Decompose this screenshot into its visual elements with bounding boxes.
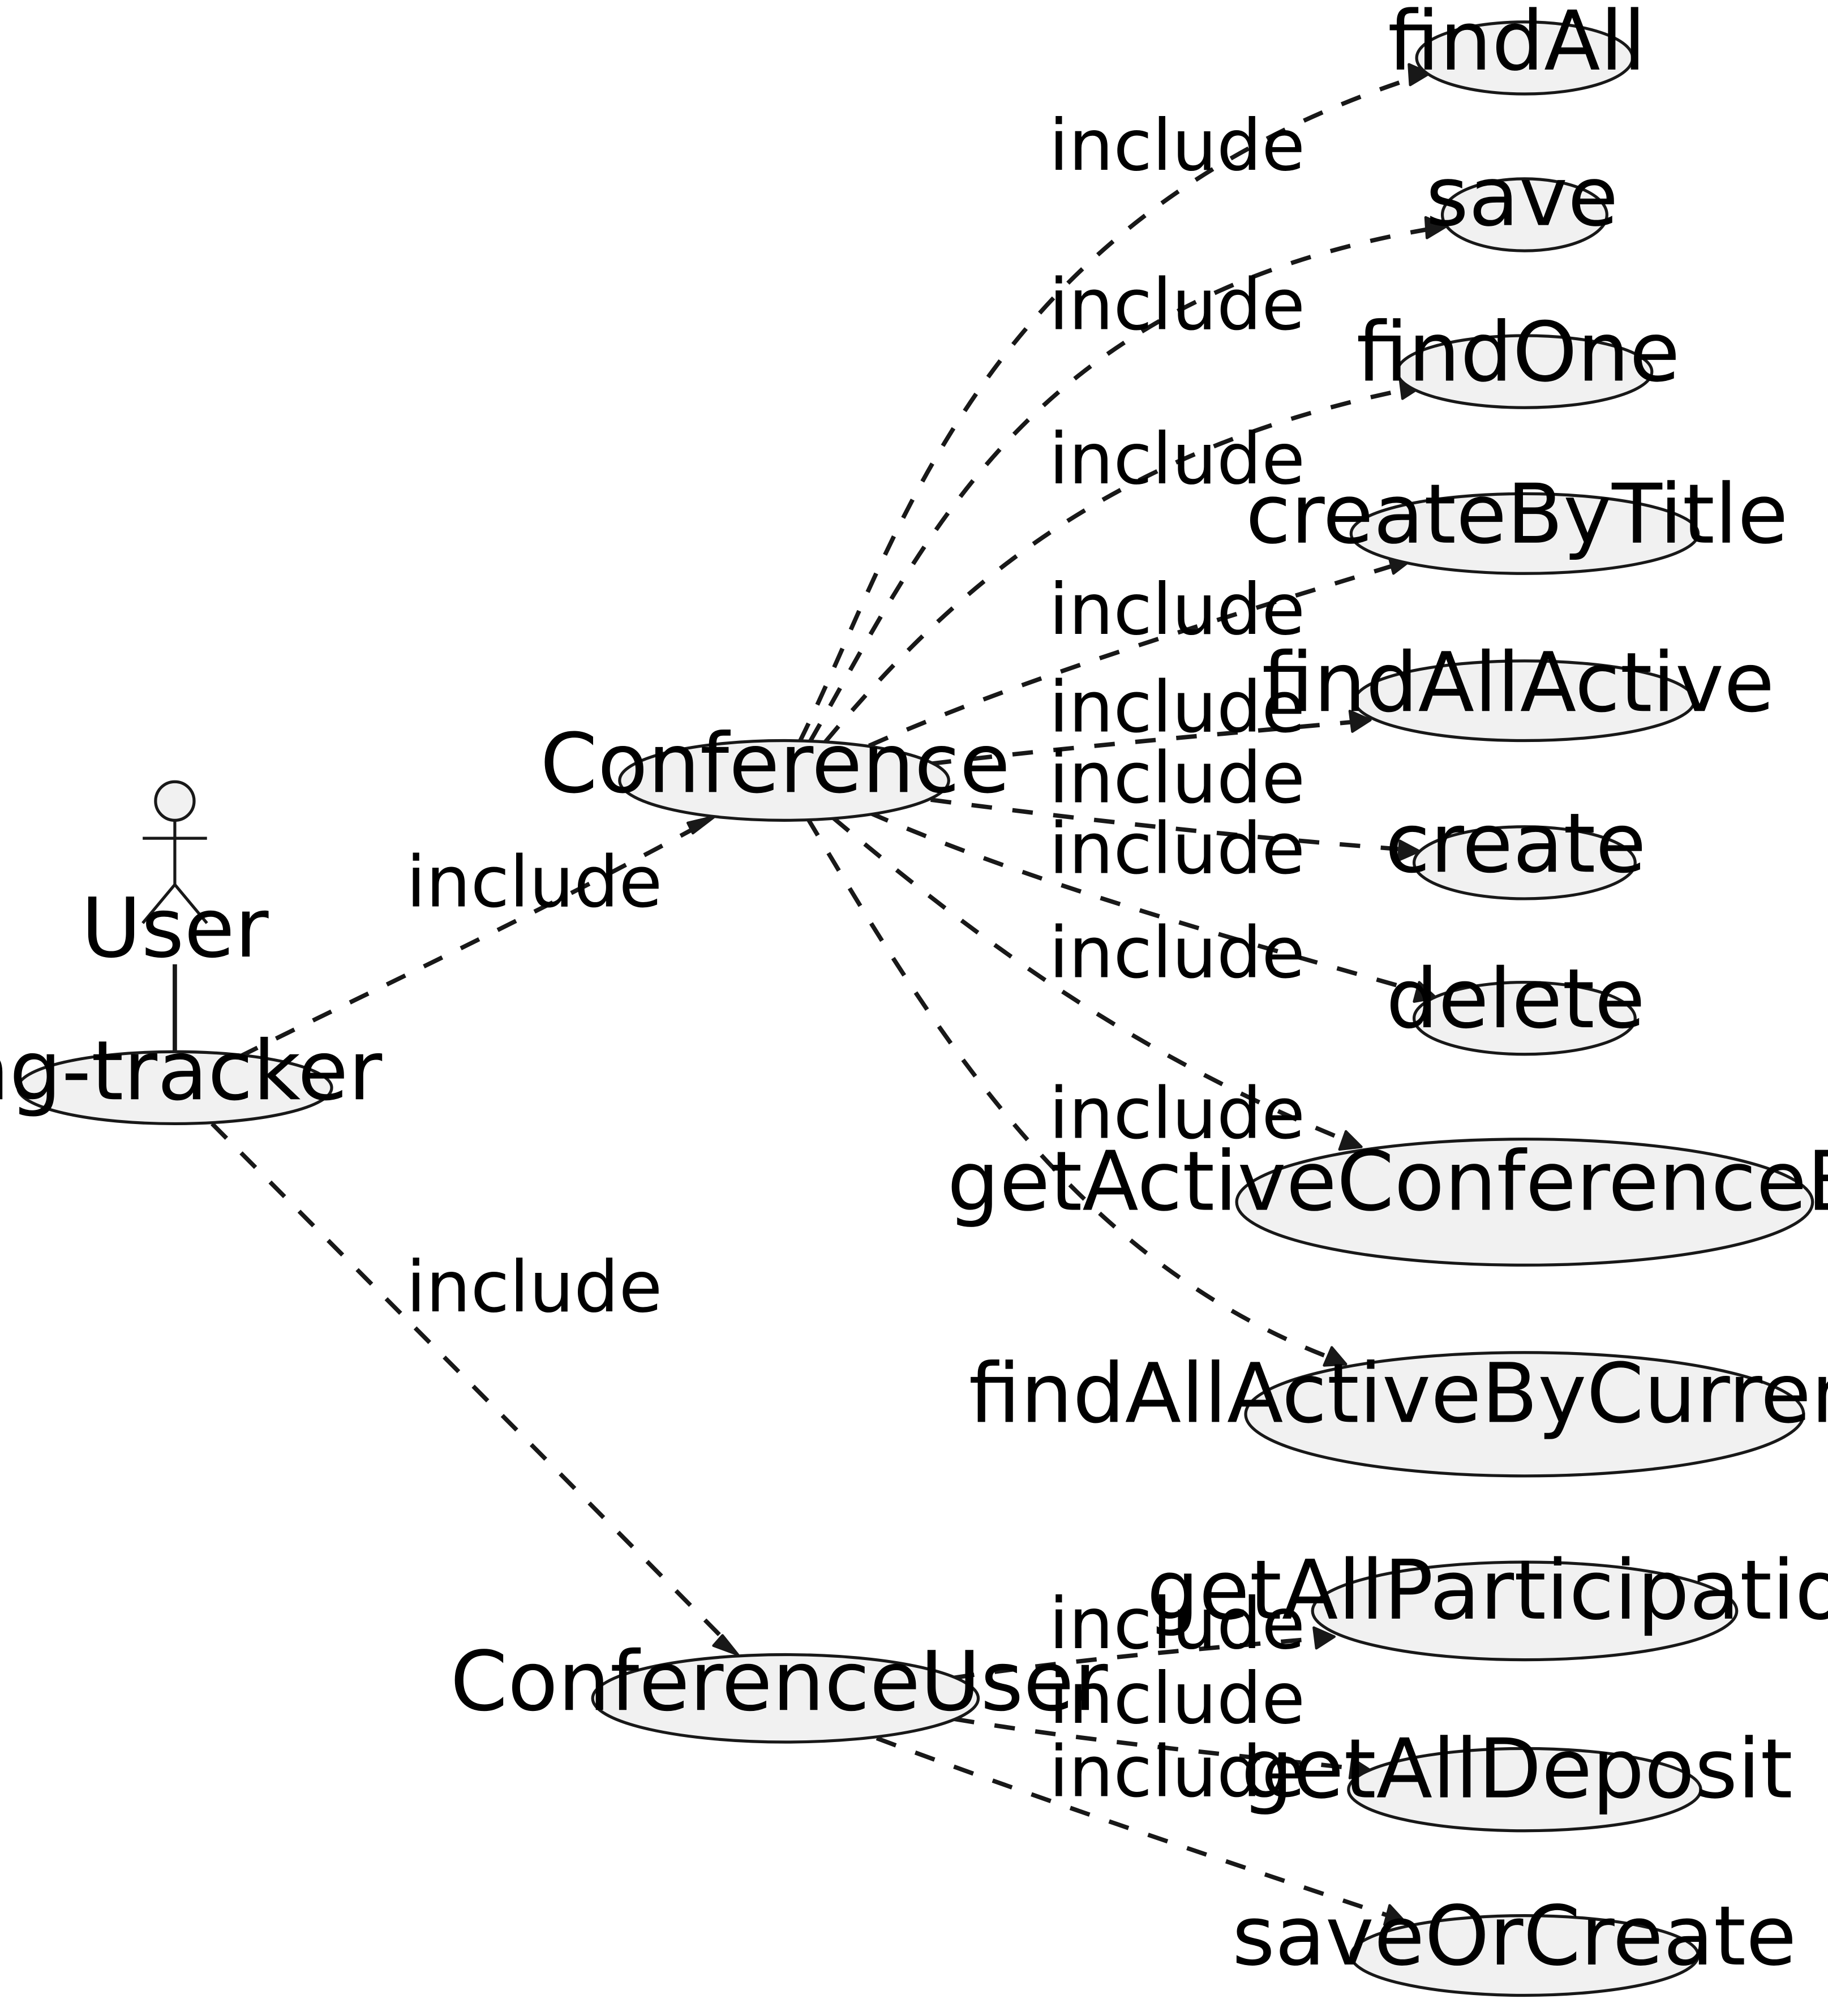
use-case-getallparticipation[interactable]: getAllParticipation [1147, 1543, 1828, 1662]
arrow-head [1413, 981, 1437, 1003]
use-case-shape [1347, 1747, 1702, 1833]
edge-label-include: include [1049, 1583, 1306, 1665]
arrow-head [1323, 1346, 1348, 1367]
arrow-head [712, 1634, 740, 1656]
edge-ng-tracker-conferenceuser [211, 1122, 732, 1648]
edge-label-include: include [1049, 569, 1306, 651]
arrow-head [686, 815, 716, 835]
use-case-shape [1412, 825, 1637, 900]
use-case-shape [1235, 1138, 1814, 1267]
edge-label-include: include [1049, 667, 1306, 749]
edge-conferenceuser-getallparticipation [953, 1636, 1324, 1680]
use-case-label: saveOrCreate [1232, 1889, 1796, 1984]
actor-body [141, 820, 208, 924]
use-case-shape [1244, 1351, 1805, 1478]
use-case-getalldeposit[interactable]: getAllDeposit [1241, 1722, 1793, 1833]
edge-conference-createbytitle [868, 561, 1402, 748]
use-case-label: ng-tracker [0, 1023, 382, 1119]
use-case-shape [1396, 334, 1654, 409]
actor-label: User [81, 881, 269, 976]
arrow-head [1397, 839, 1421, 862]
use-case-label: findAll [1388, 0, 1646, 89]
use-case-label: ConferenceUser [450, 1634, 1108, 1730]
include-edges: include include include include include … [211, 63, 1448, 1926]
use-case-label: Conference [540, 716, 1010, 812]
use-case-label: getAllParticipation [1147, 1543, 1828, 1638]
use-case-ng-tracker[interactable]: ng-tracker [0, 1023, 382, 1126]
use-case-label: create [1385, 796, 1646, 891]
arrow-head [1338, 1130, 1363, 1151]
use-case-createbytitle[interactable]: createByTitle [1246, 467, 1788, 575]
edge-conference-getactiveconferencebyuser [831, 816, 1354, 1146]
use-case-label: getAllDeposit [1241, 1722, 1793, 1817]
use-case-shape [1349, 1914, 1700, 1997]
actor-head [154, 780, 196, 822]
use-case-shape [1349, 492, 1700, 575]
edge-label-include: include [1049, 105, 1306, 187]
use-case-shape [591, 1653, 980, 1744]
edge-label-include: include [1049, 264, 1306, 346]
edge-label-include: include [1049, 737, 1306, 820]
use-case-label: findAllActiveByCurrentUser [969, 1346, 1828, 1442]
use-case-label: findAllActive [1262, 635, 1775, 731]
edge-conferenceuser-getalldeposit [953, 1717, 1361, 1771]
use-case-conference[interactable]: Conference [540, 716, 1010, 822]
use-case-shape [1440, 177, 1608, 252]
use-case-shape [618, 739, 950, 822]
use-case-findallactivebycurrentuser[interactable]: findAllActiveByCurrentUser [969, 1346, 1828, 1478]
edge-label-include: include [1049, 1658, 1306, 1740]
use-case-label: findOne [1357, 305, 1680, 401]
edge-label-include: include [406, 842, 663, 924]
actor-user[interactable]: User [81, 780, 269, 976]
arrow-head [1312, 1626, 1336, 1650]
use-case-findall[interactable]: findAll [1388, 0, 1646, 96]
use-case-label: createByTitle [1246, 467, 1788, 563]
edge-conference-findallactivebycurrentuser [805, 816, 1338, 1362]
use-case-save[interactable]: save [1426, 149, 1619, 252]
edge-conference-create [930, 797, 1409, 852]
use-case-shape [1311, 1560, 1739, 1662]
edge-label-include: include [1049, 912, 1306, 994]
edge-conference-findone [823, 386, 1412, 744]
arrow-head [1348, 710, 1372, 733]
use-case-saveorcreate[interactable]: saveOrCreate [1232, 1889, 1796, 1997]
edge-conferenceuser-saveorcreate [876, 1736, 1397, 1920]
use-case-shape [1353, 659, 1696, 743]
arrow-head [1408, 63, 1431, 87]
use-case-shape [1415, 20, 1634, 96]
arrow-head [1424, 216, 1448, 239]
edge-label-include: include [1049, 1731, 1306, 1813]
use-case-delete[interactable]: delete [1386, 951, 1645, 1056]
edge-conference-findall [797, 74, 1420, 743]
edge-label-include: include [1049, 1073, 1306, 1155]
use-case-create[interactable]: create [1385, 796, 1646, 900]
use-case-label: save [1426, 149, 1618, 245]
use-case-getactiveconferencebyuser[interactable]: getActiveConferenceByUser [947, 1134, 1828, 1267]
use-case-label: delete [1386, 951, 1645, 1047]
use-case-shape [1412, 980, 1637, 1056]
use-case-findallactive[interactable]: findAllActive [1262, 635, 1775, 743]
use-case-conferenceuser[interactable]: ConferenceUser [450, 1634, 1108, 1744]
edge-conference-delete [868, 810, 1428, 996]
edge-label-include: include [406, 1246, 663, 1328]
edge-label-include: include [1049, 808, 1306, 890]
use-case-findone[interactable]: findOne [1357, 305, 1680, 409]
arrow-head [1383, 1904, 1406, 1926]
edge-label-include: include [1049, 418, 1306, 500]
use-case-label: getActiveConferenceByUser [947, 1134, 1828, 1230]
edge-conference-findallactive [930, 719, 1361, 766]
use-case-shape [16, 1050, 333, 1126]
